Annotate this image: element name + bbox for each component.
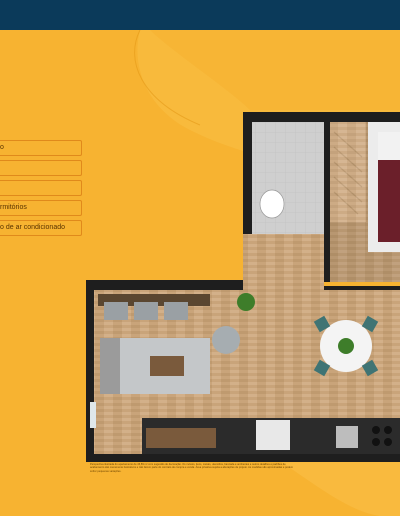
fridge-icon — [256, 420, 290, 450]
floor-plan — [86, 112, 400, 462]
plant-icon — [237, 293, 255, 311]
legend-item — [0, 160, 82, 176]
legend-list: o rmitórios o de ar condicionado — [0, 140, 82, 240]
legend-item: o de ar condicionado — [0, 220, 82, 236]
header-bar — [0, 0, 400, 30]
background-shape — [134, 30, 400, 516]
legend-item: rmitórios — [0, 200, 82, 216]
legend-item — [0, 180, 82, 196]
disclaimer-text: Perspectiva ilustrada do apartamento de … — [90, 463, 294, 473]
toilet-icon — [259, 189, 285, 219]
legend-item: o — [0, 140, 82, 156]
sink-icon — [336, 426, 358, 448]
bathroom-floor — [252, 122, 324, 234]
armchair-icon — [212, 326, 240, 354]
coffee-table — [150, 356, 184, 376]
window — [90, 402, 96, 428]
